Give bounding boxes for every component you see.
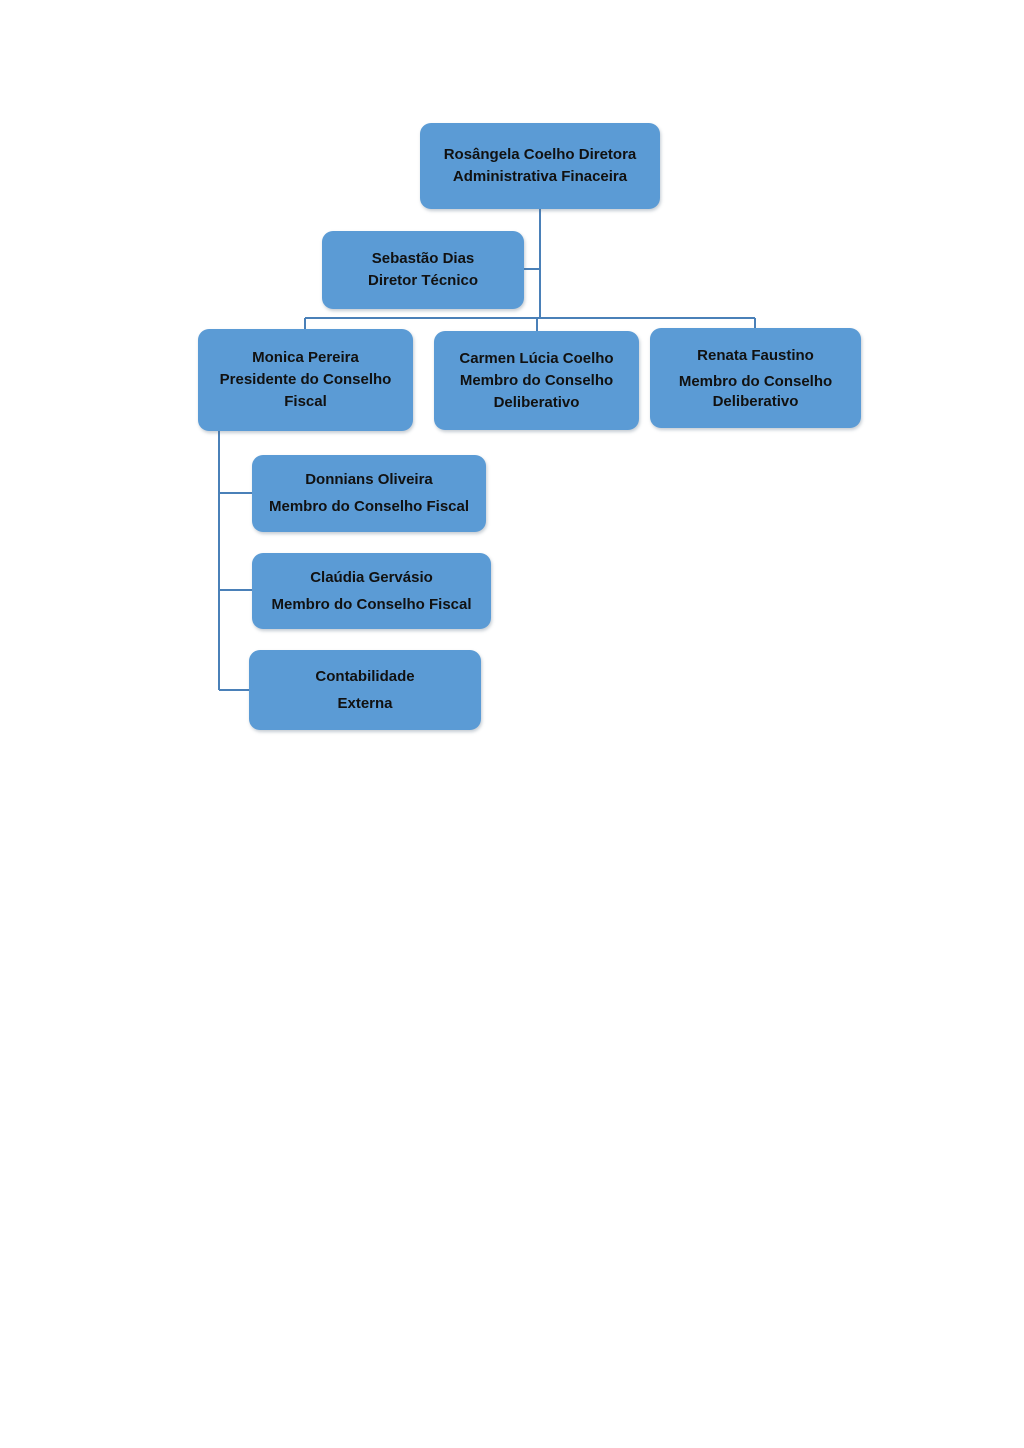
node-fiscal-president-line-3: Fiscal — [284, 393, 327, 410]
node-fiscal-member-2-line-1: Claúdia Gervásio — [310, 568, 433, 586]
node-fiscal-president: Monica Pereira Presidente do Conselho Fi… — [198, 329, 413, 431]
node-director-tech: Sebastão Dias Diretor Técnico — [322, 231, 524, 309]
node-fiscal-member-1-line-2: Membro do Conselho Fiscal — [268, 498, 470, 515]
node-fiscal-member-2-line-2: Membro do Conselho Fiscal — [271, 595, 472, 613]
node-fiscal-president-line-1: Monica Pereira — [252, 349, 359, 366]
node-deliberative-member-2: Renata Faustino Membro do Conselho Delib… — [650, 328, 861, 428]
node-director-admin-line-2: Administrativa Finaceira — [452, 168, 628, 185]
node-deliberative-member-2-line-1: Renata Faustino — [697, 346, 814, 364]
node-fiscal-member-2: Claúdia Gervásio Membro do Conselho Fisc… — [252, 553, 491, 629]
node-external-accounting-line-1: Contabilidade — [315, 667, 415, 685]
node-director-tech-line-1: Sebastão Dias — [371, 250, 475, 267]
node-fiscal-member-1: Donnians Oliveira Membro do Conselho Fis… — [252, 455, 486, 532]
node-external-accounting: Contabilidade Externa — [249, 650, 481, 730]
node-director-tech-line-2: Diretor Técnico — [367, 272, 479, 289]
node-deliberative-member-1: Carmen Lúcia Coelho Membro do Conselho D… — [434, 331, 639, 430]
node-fiscal-president-line-2: Presidente do Conselho — [219, 371, 392, 388]
node-deliberative-member-2-line-2: Membro do Conselho — [678, 372, 833, 390]
node-director-admin: Rosângela Coelho Diretora Administrativa… — [420, 123, 660, 209]
node-deliberative-member-1-line-3: Deliberativo — [493, 393, 580, 411]
node-external-accounting-line-2: Externa — [337, 694, 393, 712]
node-deliberative-member-1-line-1: Carmen Lúcia Coelho — [459, 349, 614, 367]
node-deliberative-member-1-line-2: Membro do Conselho — [459, 371, 614, 389]
node-director-admin-line-1: Rosângela Coelho Diretora — [443, 146, 637, 163]
node-fiscal-member-1-line-1: Donnians Oliveira — [305, 471, 433, 488]
node-deliberative-member-2-line-3: Deliberativo — [712, 392, 799, 410]
